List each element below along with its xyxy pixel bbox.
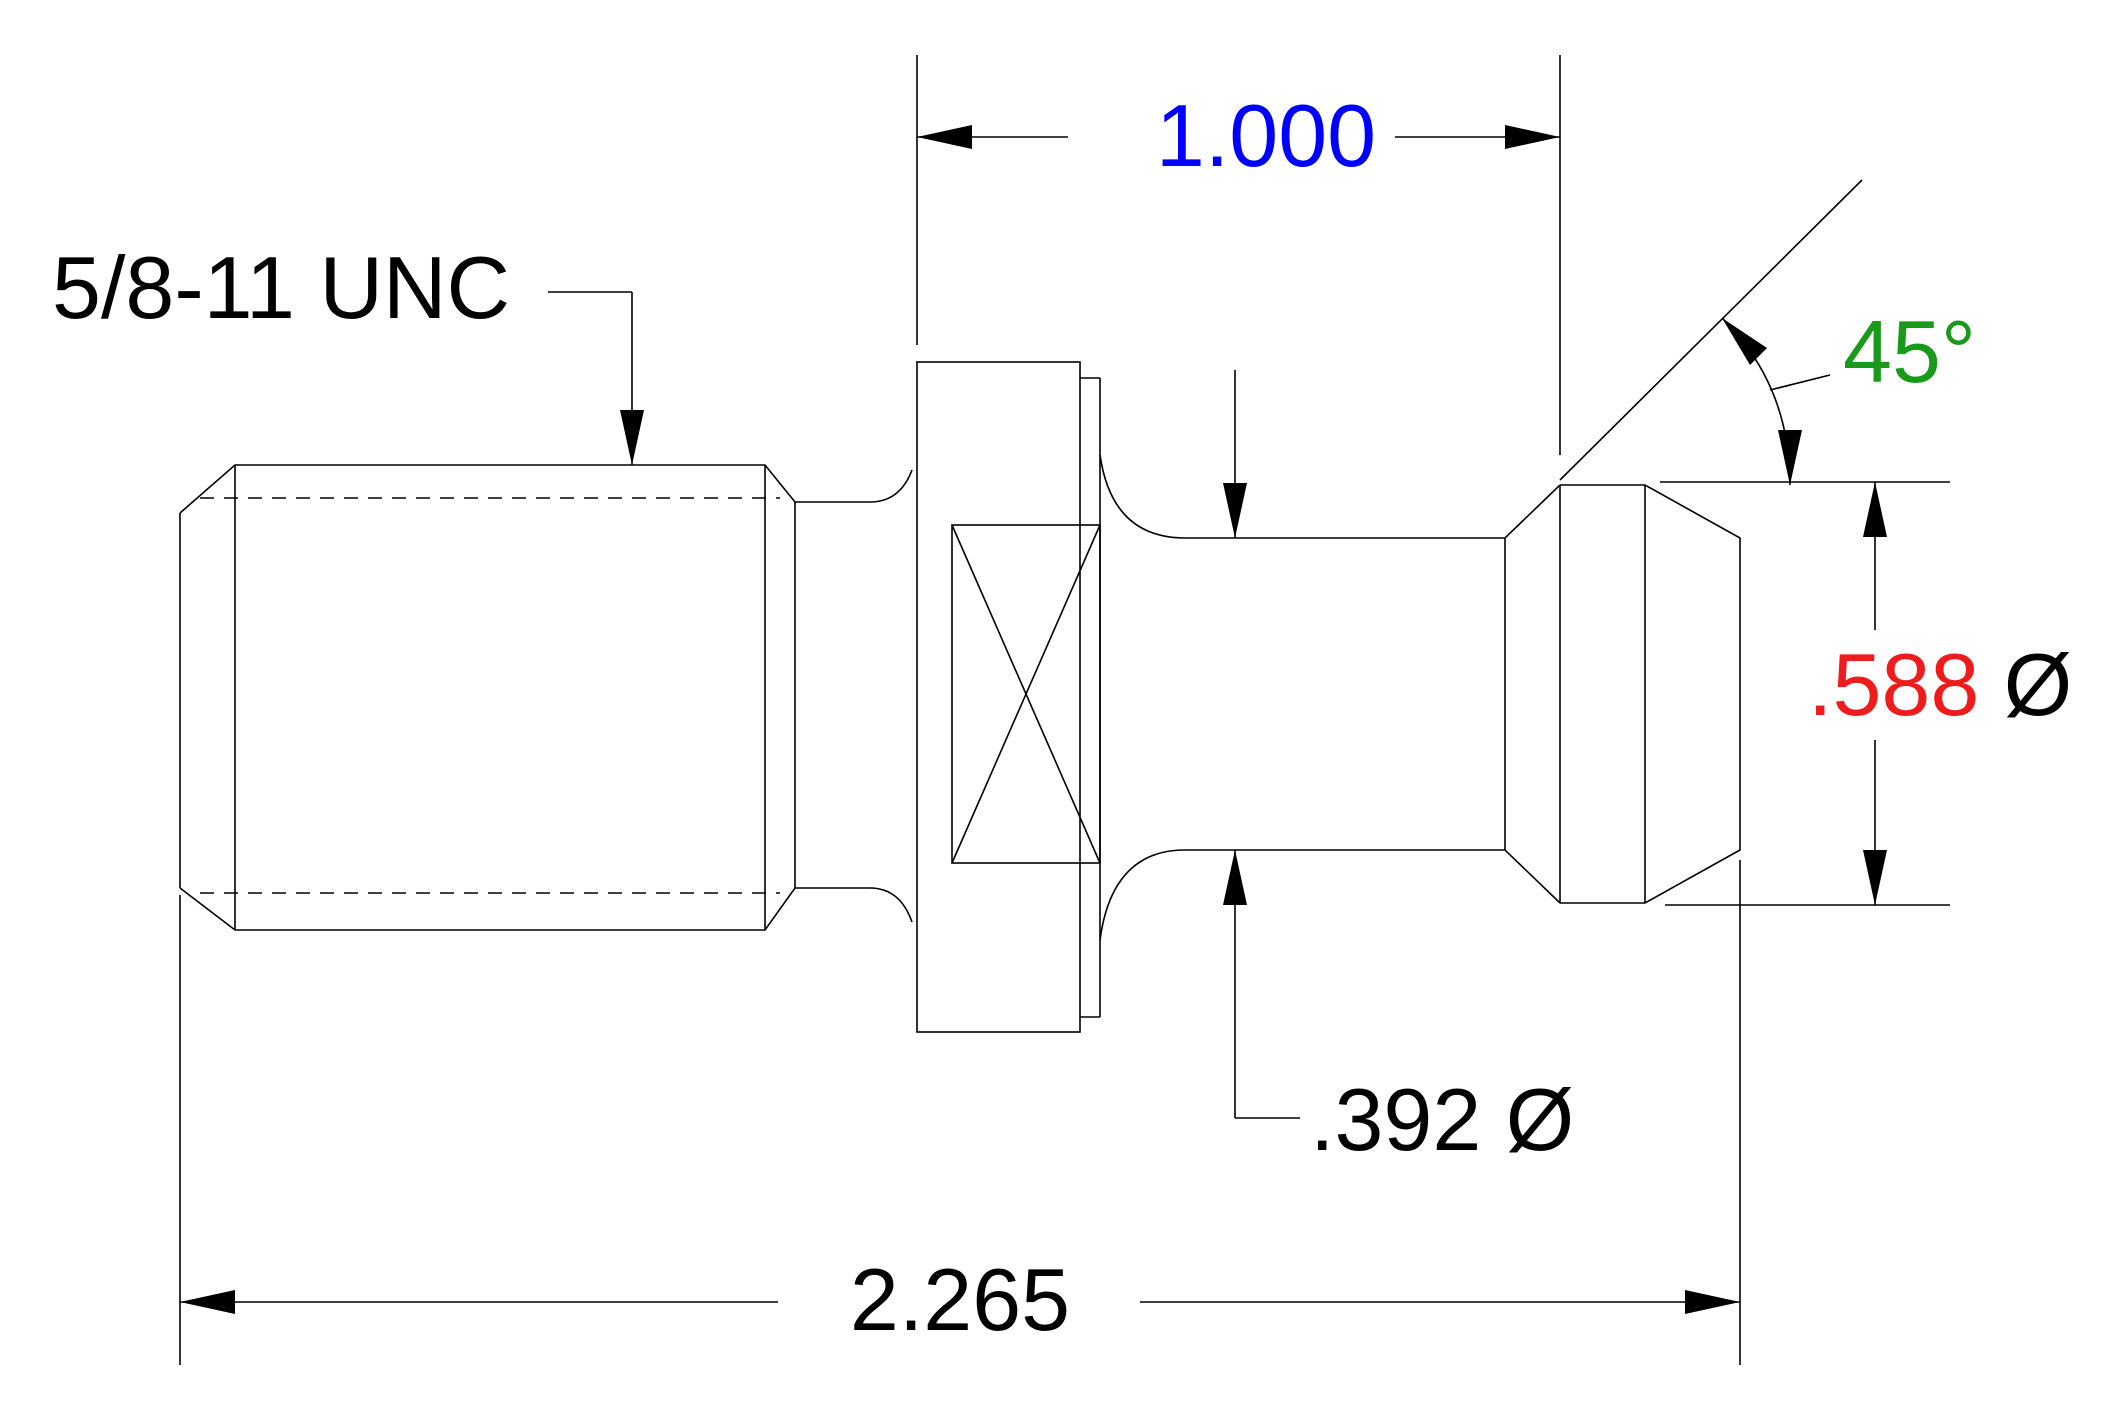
- thread-callout: 5/8-11 UNC: [52, 238, 644, 465]
- part-outline: [179, 361, 1741, 1033]
- dim-chamfer-angle: 45°: [1559, 179, 1976, 486]
- thread-callout-label: 5/8-11 UNC: [52, 238, 510, 337]
- dim-head-diameter-value: .588: [1808, 635, 1979, 734]
- dim-shank-length: 1.000: [916, 55, 1561, 455]
- dim-shank-length-label: 1.000: [1156, 86, 1376, 185]
- dim-overall-length: 2.265: [179, 860, 1741, 1365]
- dim-head-diameter-label: .588 Ø: [1808, 635, 2072, 734]
- threaded-section: [179, 464, 913, 931]
- dim-overall-length-label: 2.265: [850, 1250, 1070, 1349]
- dim-chamfer-angle-label: 45°: [1843, 302, 1976, 401]
- wrench-flat: [951, 524, 1101, 864]
- head: [1559, 484, 1741, 904]
- dim-head-diameter-symbol: Ø: [2004, 635, 2072, 734]
- neck: [1099, 454, 1561, 941]
- dim-head-diameter: .588 Ø: [1660, 481, 2072, 906]
- dim-neck-diameter: .392 Ø: [1223, 370, 1574, 1169]
- dim-neck-diameter-label: .392 Ø: [1310, 1070, 1574, 1169]
- flange: [916, 361, 1101, 1033]
